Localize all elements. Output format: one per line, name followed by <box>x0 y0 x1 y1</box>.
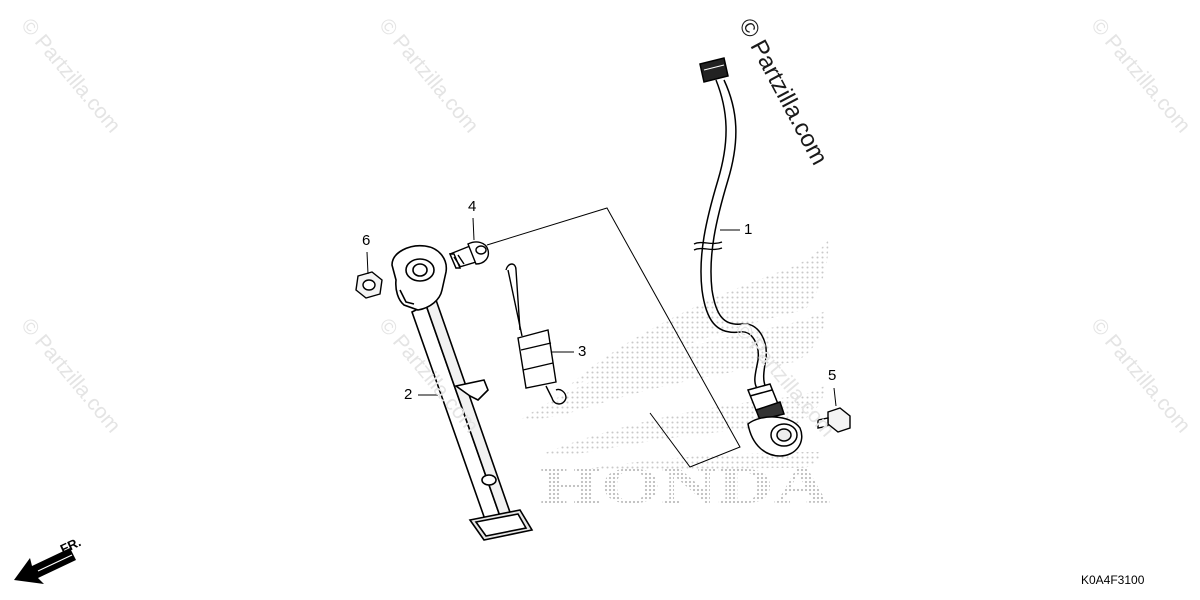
switch-harness-drawing <box>693 57 803 457</box>
leader-lines <box>366 217 837 407</box>
front-direction-arrow-icon <box>14 548 76 584</box>
switch-bolt-drawing <box>817 407 851 433</box>
callout-3: 3 <box>578 343 587 360</box>
pivot-bolt-drawing <box>448 241 490 269</box>
callout-1: 1 <box>744 221 753 238</box>
spring-drawing <box>505 263 567 405</box>
spring-group-outline <box>486 207 741 468</box>
callout-6: 6 <box>362 232 371 249</box>
side-stand-drawing <box>391 244 534 541</box>
diagram-code: K0A4F3100 <box>1081 573 1145 587</box>
callout-4: 4 <box>468 198 477 215</box>
callout-2: 2 <box>404 386 413 403</box>
callout-5: 5 <box>828 367 837 384</box>
honda-lettering-watermark: HONDA <box>540 458 831 515</box>
lock-nut-drawing <box>355 271 383 299</box>
